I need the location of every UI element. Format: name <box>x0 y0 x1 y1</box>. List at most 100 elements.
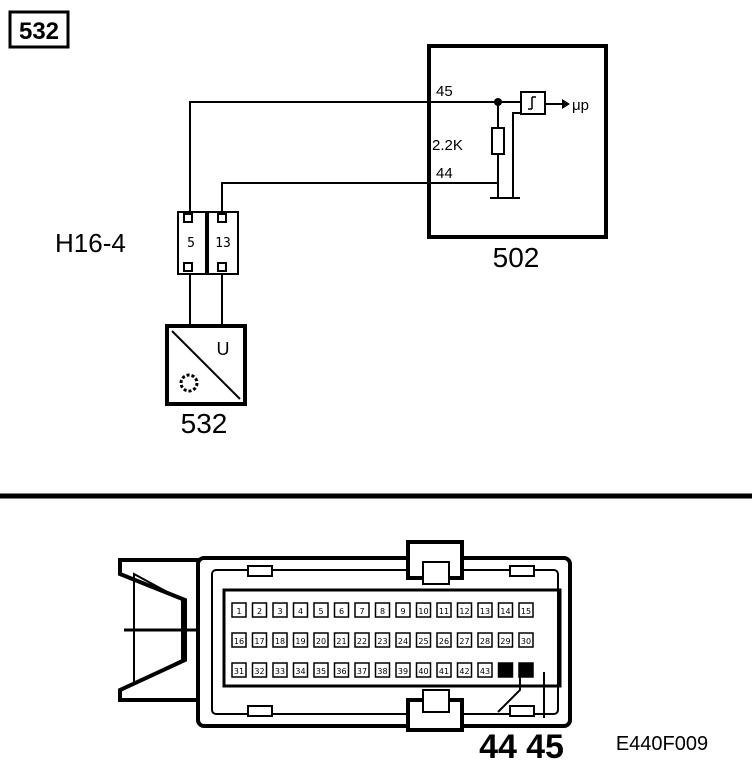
plug-pin-18 <box>272 632 288 648</box>
plug-pin-43 <box>477 662 493 678</box>
plug-pin-label: 14 <box>500 607 510 616</box>
plug-pin-label: 11 <box>439 607 449 616</box>
plug-pin-label: 3 <box>277 607 282 616</box>
plug-inner <box>211 569 559 715</box>
output-arrow-icon <box>562 99 570 109</box>
plug-pin-19 <box>292 632 309 648</box>
plug-pin-label: 37 <box>357 667 367 676</box>
plug-pin-41 <box>436 662 452 678</box>
ecu-pin-44: 44 <box>436 165 453 182</box>
plug-pin-30 <box>518 632 534 648</box>
plug-notch <box>509 705 535 717</box>
plug-pin-2 <box>251 602 268 618</box>
plug-pin-10 <box>415 602 432 618</box>
page-label: 532 <box>19 18 59 45</box>
plug-pin-label: 23 <box>377 637 387 646</box>
plug-pin-45 <box>518 662 534 678</box>
plug-pin-33 <box>272 662 288 678</box>
plug-pin-3 <box>272 602 288 618</box>
figure-code: E440F009 <box>616 733 708 755</box>
plug-pin-label: 1 <box>236 607 241 616</box>
buffer-ground-wire <box>512 112 521 198</box>
plug-pin-42 <box>456 662 473 678</box>
plug-pin-label: 20 <box>316 637 326 646</box>
plug-pin-label: 17 <box>254 637 264 646</box>
plug-pin-39 <box>395 662 411 678</box>
plug-pin-label: 35 <box>316 667 326 676</box>
plug-pin-label: 43 <box>480 667 490 676</box>
plug-pin-label: 15 <box>521 607 531 616</box>
plug-pin-label: 19 <box>295 637 305 646</box>
plug-pin-28 <box>477 632 493 648</box>
plug-pin-label: 22 <box>357 637 367 646</box>
plug-pin-12 <box>456 602 473 618</box>
plug-pin-label: 5 <box>318 607 323 616</box>
callout-line-44 <box>497 672 521 713</box>
plug-pin-label: 33 <box>275 667 285 676</box>
plug-pin-label: 21 <box>336 637 346 646</box>
plug-pin-15 <box>518 602 534 618</box>
plug-bottom-key <box>422 689 450 713</box>
plug-notch <box>247 565 273 577</box>
sensor-symbol: U <box>217 339 230 359</box>
plug-pin-label: 9 <box>400 607 405 616</box>
plug-pin-11 <box>436 602 452 618</box>
plug-pin-26 <box>436 632 452 648</box>
connector-pin-13-label: 13 <box>215 236 231 251</box>
sensor-diagonal <box>171 330 241 400</box>
plug-pin-44 <box>497 662 514 678</box>
plug-pin-38 <box>374 662 391 678</box>
plug-pin-label: 36 <box>336 667 346 676</box>
resistor-symbol <box>491 127 505 155</box>
plug-pin-label: 42 <box>459 667 469 676</box>
plug-pin-22 <box>354 632 370 648</box>
wire-45 <box>189 101 498 212</box>
plug-pin-label: 29 <box>500 637 510 646</box>
plug-pin-label: 30 <box>521 637 531 646</box>
plug-pin-label: 26 <box>439 637 449 646</box>
plug-pin-label: 27 <box>459 637 469 646</box>
connector-pin-icon <box>183 262 193 272</box>
plug-pin-13 <box>477 602 493 618</box>
ecu-id: 502 <box>493 242 540 273</box>
plug-pin-14 <box>497 602 514 618</box>
buffer-box <box>520 91 546 115</box>
plug-pin-label: 10 <box>418 607 428 616</box>
callout-label-44: 44 <box>479 728 517 766</box>
plug-pin-4 <box>292 602 309 618</box>
plug-pin-label: 2 <box>257 607 262 616</box>
wire-44 <box>221 182 498 212</box>
plug-pin-label: 13 <box>480 607 490 616</box>
plug-pin-17 <box>251 632 268 648</box>
page-label-box <box>8 10 70 49</box>
plug-latch-inner <box>133 572 183 686</box>
output-label: μp <box>572 97 589 114</box>
plug-pin-label: 12 <box>459 607 469 616</box>
plug-pin-label: 16 <box>234 637 244 646</box>
plug-pin-8 <box>374 602 391 618</box>
plug-top-key <box>422 561 450 585</box>
plug-pin-label: 38 <box>377 667 387 676</box>
plug-pin-35 <box>313 662 329 678</box>
plug-pin-label: 25 <box>418 637 428 646</box>
plug-pin-label: 32 <box>254 667 264 676</box>
plug-pin-1 <box>231 602 247 618</box>
plug-pin-25 <box>415 632 432 648</box>
plug-pin-label: 6 <box>339 607 344 616</box>
plug-pin-7 <box>354 602 370 618</box>
plug-pin-5 <box>313 602 329 618</box>
plug-pin-label: 4 <box>298 607 303 616</box>
plug-pin-label: 34 <box>295 667 305 676</box>
plug-pin-21 <box>333 632 350 648</box>
plug-pin-label: 41 <box>439 667 449 676</box>
plug-pin-20 <box>313 632 329 648</box>
plug-pin-label: 24 <box>398 637 408 646</box>
plug-pin-36 <box>333 662 350 678</box>
plug-pin-area <box>222 588 562 688</box>
plug-pin-32 <box>251 662 268 678</box>
ecu-box <box>427 44 608 239</box>
plug-pin-34 <box>292 662 309 678</box>
buffer-symbol-icon <box>528 96 536 110</box>
